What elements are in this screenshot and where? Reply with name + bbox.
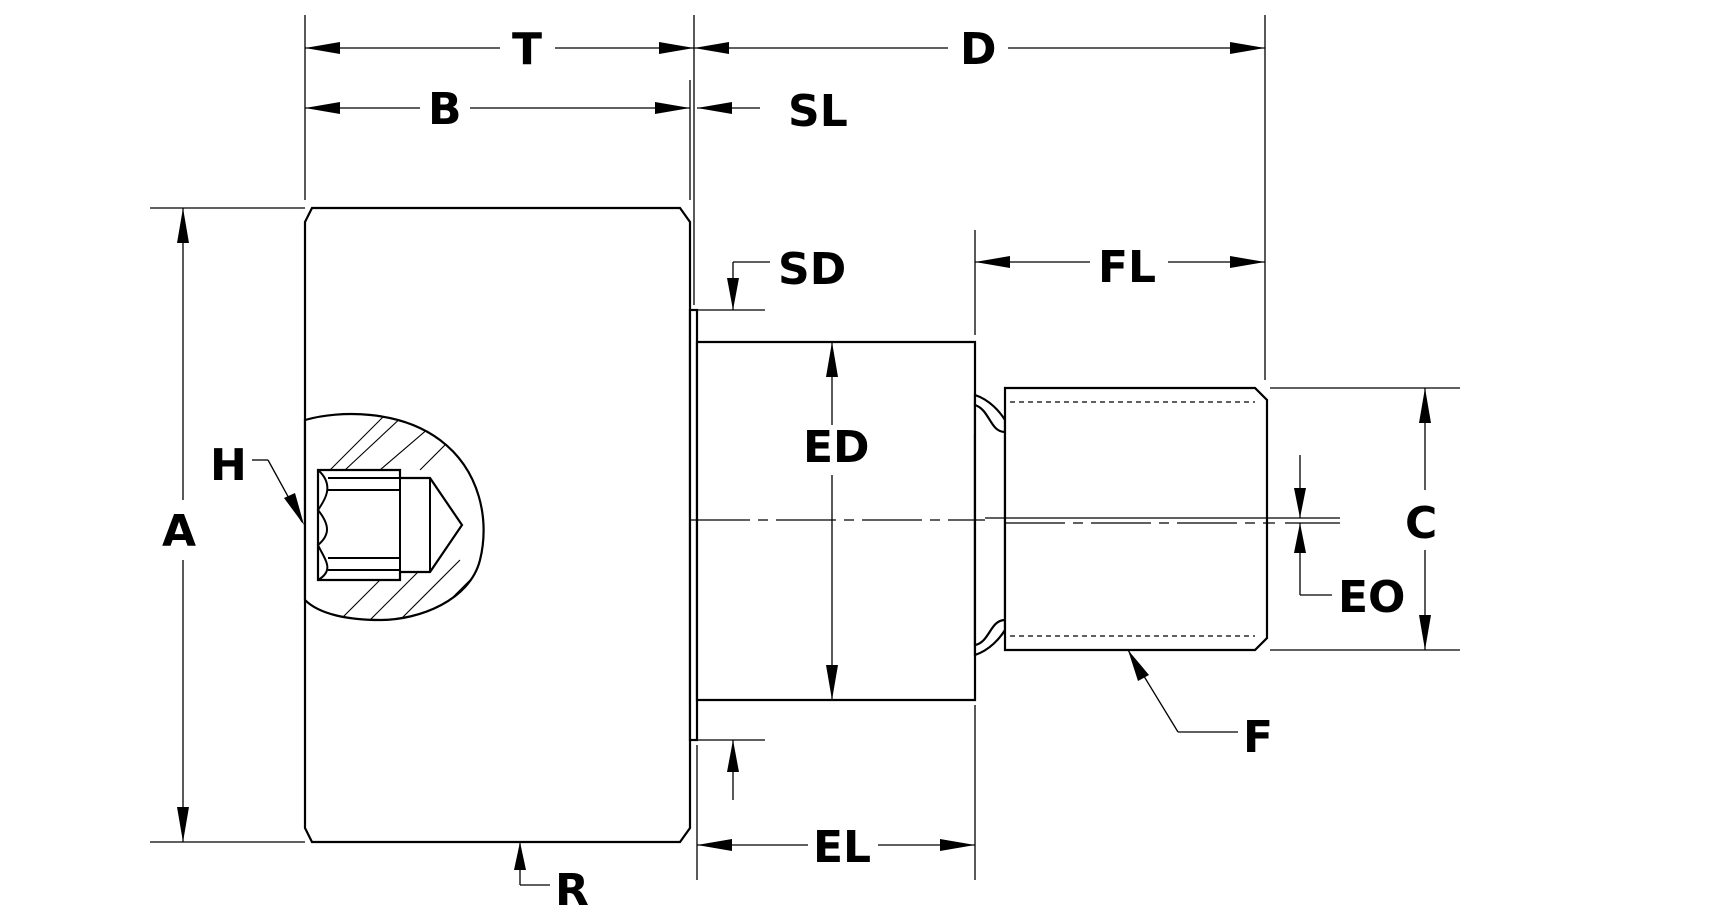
dimension-label-EL: EL	[813, 822, 871, 873]
dimension-label-EO: EO	[1338, 572, 1405, 623]
dimension-H	[252, 459, 304, 525]
dimension-label-D: D	[960, 24, 997, 75]
dimension-label-H: H	[210, 440, 247, 491]
dimension-B	[305, 80, 691, 200]
dimension-ED	[826, 342, 838, 700]
stud-shank	[695, 340, 1007, 702]
dimension-R	[514, 842, 550, 886]
dimension-label-ED: ED	[803, 422, 870, 473]
dimension-F	[1127, 649, 1238, 733]
dimension-label-FL: FL	[1098, 242, 1156, 293]
dimension-label-SD: SD	[778, 244, 846, 295]
needle-rollers	[316, 468, 464, 582]
dimension-T	[304, 15, 695, 305]
dimension-D	[694, 15, 1266, 380]
dimension-SL	[697, 102, 760, 114]
dimension-label-T: T	[512, 24, 542, 75]
dimension-label-F: F	[1243, 712, 1273, 763]
dimension-label-SL: SL	[788, 86, 848, 137]
dimension-A	[150, 207, 305, 843]
dimension-label-R: R	[555, 865, 589, 916]
dimension-EO	[1285, 455, 1340, 596]
center-lines	[690, 517, 1340, 524]
threaded-end	[1003, 386, 1269, 652]
dimension-C	[1270, 387, 1460, 651]
dimension-FL	[974, 230, 1265, 335]
dimension-label-C: C	[1405, 498, 1437, 549]
dimension-label-A: A	[162, 506, 196, 557]
dimension-SD	[697, 261, 770, 800]
dimension-label-B: B	[428, 84, 462, 135]
dimension-EL	[696, 705, 976, 880]
